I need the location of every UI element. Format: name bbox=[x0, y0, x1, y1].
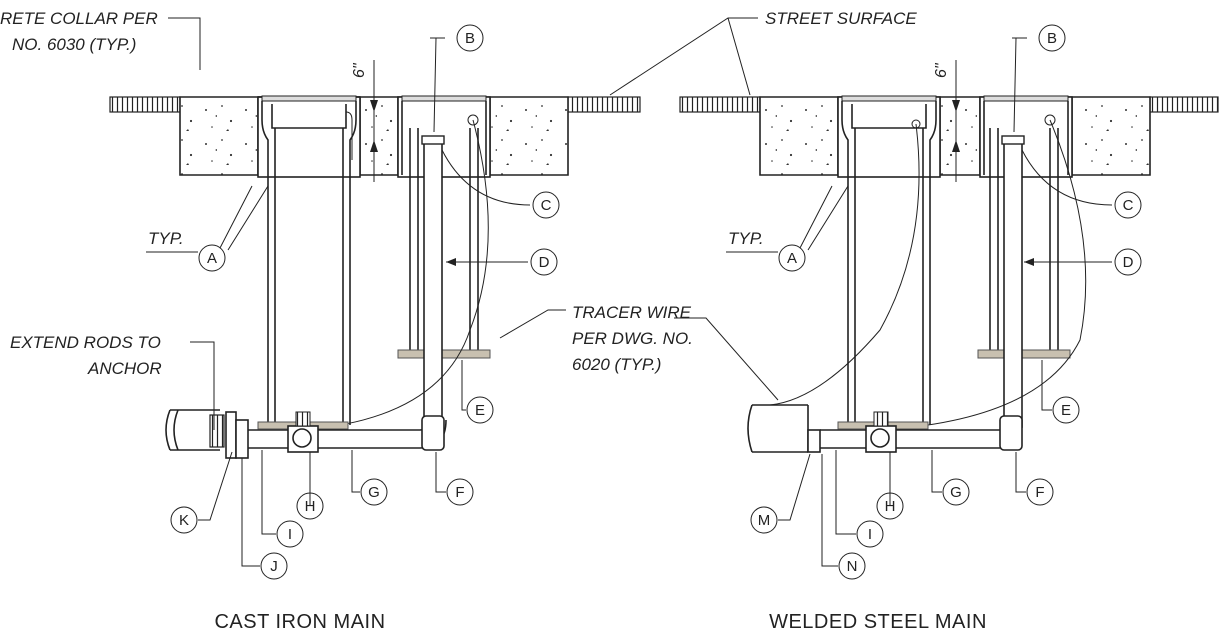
street-surface-right-b bbox=[1149, 96, 1219, 113]
balloon-right-g bbox=[942, 478, 970, 506]
note-typ-right: TYP. bbox=[728, 229, 764, 248]
balloon-left-h-label: H bbox=[305, 498, 316, 515]
note-concrete-collar-line1: RETE COLLAR PER bbox=[0, 9, 158, 28]
balloon-left-e-label: E bbox=[475, 402, 485, 419]
balloon-left-b-label: B bbox=[465, 30, 475, 47]
balloon-right-b-label: B bbox=[1047, 30, 1057, 47]
balloon-right-e-label: E bbox=[1061, 402, 1071, 419]
main-pipe-left bbox=[165, 409, 447, 459]
balloon-left-j-label: J bbox=[270, 558, 278, 575]
balloon-right-i bbox=[856, 520, 884, 548]
balloon-right-h-label: H bbox=[885, 498, 896, 515]
balloon-left-f bbox=[446, 478, 474, 506]
note-tracer-wire-line2: PER DWG. NO. bbox=[572, 329, 693, 348]
notes-layer: RETE COLLAR PER NO. 6030 (TYP.) STREET S… bbox=[0, 9, 917, 430]
balloon-right-c bbox=[1114, 191, 1142, 219]
balloons-left: B C A D E F G H I J K bbox=[170, 24, 560, 580]
welded-steel-main-detail: 6" bbox=[679, 60, 1219, 453]
valve-box-left-2 bbox=[299, 95, 491, 431]
balloon-left-h bbox=[296, 492, 324, 520]
balloon-left-a bbox=[198, 244, 226, 272]
balloon-right-d-label: D bbox=[1123, 254, 1134, 271]
balloon-right-n-label: N bbox=[847, 558, 858, 575]
balloon-right-n bbox=[838, 552, 866, 580]
balloon-right-d bbox=[1114, 248, 1142, 276]
balloon-left-j bbox=[260, 552, 288, 580]
balloon-left-i bbox=[276, 520, 304, 548]
balloon-right-g-label: G bbox=[950, 484, 962, 501]
balloon-left-i-label: I bbox=[288, 526, 292, 543]
note-street-surface: STREET SURFACE bbox=[765, 9, 917, 28]
balloon-left-a-label: A bbox=[207, 250, 217, 267]
note-typ-left: TYP. bbox=[148, 229, 184, 248]
valve-box-left-1 bbox=[257, 95, 361, 425]
main-pipe-right bbox=[747, 404, 1023, 453]
balloon-right-a bbox=[778, 244, 806, 272]
balloon-right-h bbox=[876, 492, 904, 520]
balloon-right-c-label: C bbox=[1123, 197, 1134, 214]
note-tracer-wire-line1: TRACER WIRE bbox=[572, 303, 692, 322]
balloon-right-f-label: F bbox=[1035, 484, 1044, 501]
note-tracer-wire-line3: 6020 (TYP.) bbox=[572, 355, 661, 374]
balloon-right-a-label: A bbox=[787, 250, 797, 267]
balloon-right-f bbox=[1026, 478, 1054, 506]
balloon-left-c-label: C bbox=[541, 197, 552, 214]
balloon-left-k-label: K bbox=[179, 512, 189, 529]
balloon-left-k bbox=[170, 506, 198, 534]
balloon-right-m-label: M bbox=[758, 512, 771, 529]
balloon-right-b bbox=[1038, 24, 1066, 52]
balloon-left-c bbox=[532, 191, 560, 219]
title-cast-iron-main: CAST IRON MAIN bbox=[214, 611, 385, 633]
street-surface-right-a bbox=[679, 96, 761, 113]
note-extend-rods-line2: ANCHOR bbox=[87, 359, 162, 378]
balloon-right-m bbox=[750, 506, 778, 534]
balloon-left-g bbox=[360, 478, 388, 506]
dimension-6in-right: 6" bbox=[933, 62, 950, 78]
balloon-left-g-label: G bbox=[368, 484, 380, 501]
balloon-left-b bbox=[456, 24, 484, 52]
balloon-left-f-label: F bbox=[455, 484, 464, 501]
valve-box-right-2 bbox=[879, 95, 1087, 431]
street-surface-left-b bbox=[567, 96, 641, 113]
balloons-right: B C A D E F G H I N M bbox=[750, 24, 1142, 580]
balloon-left-d bbox=[530, 248, 558, 276]
dimension-6in-left: 6" bbox=[351, 62, 368, 78]
street-surface-left-a bbox=[109, 96, 181, 113]
note-concrete-collar-line2: NO. 6030 (TYP.) bbox=[12, 35, 136, 54]
cast-iron-main-detail: 6" bbox=[109, 60, 641, 459]
balloon-left-e bbox=[466, 396, 494, 424]
note-extend-rods-line1: EXTEND RODS TO bbox=[10, 333, 161, 352]
balloon-left-d-label: D bbox=[539, 254, 550, 271]
title-welded-steel-main: WELDED STEEL MAIN bbox=[769, 611, 987, 633]
balloon-right-i-label: I bbox=[868, 526, 872, 543]
balloon-right-e bbox=[1052, 396, 1080, 424]
valve-box-right-1 bbox=[769, 95, 941, 425]
